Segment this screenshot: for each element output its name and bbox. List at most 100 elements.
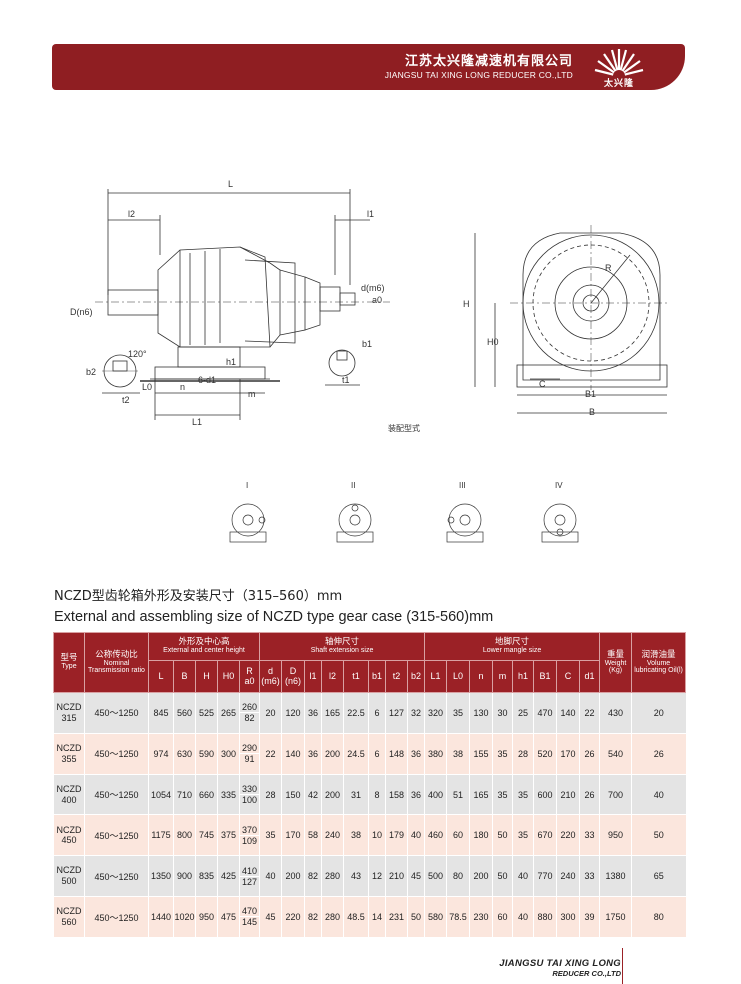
- cell-b2: 40: [406, 814, 425, 857]
- subheader-B1: B1: [533, 660, 558, 693]
- cell-ratio: 450～1250: [84, 855, 149, 898]
- cell-b2: 36: [406, 733, 425, 775]
- cell-l1: 42: [304, 774, 322, 816]
- cell-ratio: 450～1250: [84, 692, 149, 734]
- subheader-n: n: [469, 660, 494, 693]
- dim-label-R: R: [605, 263, 612, 273]
- cell-m: 50: [492, 814, 513, 857]
- assembly-type-III-label: III: [459, 481, 466, 490]
- cell-oil: 40: [631, 774, 686, 816]
- subheader-d1: d1: [579, 660, 601, 693]
- subheader-d: d (m6): [259, 660, 282, 693]
- dim-label-l2: l2: [128, 209, 135, 219]
- cell-C: 210: [556, 774, 580, 816]
- cell-d1: 26: [579, 733, 600, 775]
- cell-L1: 500: [424, 855, 447, 898]
- cell-L0: 80: [446, 855, 470, 898]
- dim-label-d: d(m6): [361, 283, 385, 293]
- cell-l1: 82: [304, 896, 322, 938]
- cell-L1: 380: [424, 733, 447, 775]
- cell-l2: 240: [321, 814, 344, 857]
- cell-weight: 1750: [599, 896, 632, 938]
- dim-label-b2: b2: [86, 367, 96, 377]
- cell-h1: 35: [512, 814, 534, 857]
- cell-d: 22: [259, 733, 282, 775]
- cell-b1: 12: [368, 855, 386, 898]
- cell-L0: 38: [446, 733, 470, 775]
- cell-a0: 91: [239, 753, 260, 775]
- cell-l1: 36: [304, 692, 322, 734]
- company-name-en: JIANGSU TAI XING LONG REDUCER CO.,LTD: [384, 70, 573, 80]
- cell-H0: 265: [217, 692, 240, 734]
- cell-L: 1054: [148, 774, 174, 816]
- company-name-cn: 江苏太兴隆减速机有限公司: [404, 54, 573, 69]
- dim-label-n: n: [180, 382, 185, 392]
- cell-t1: 22.5: [343, 692, 369, 734]
- cell-n: 155: [469, 733, 493, 775]
- cell-b1: 8: [368, 774, 386, 816]
- cell-d1: 26: [579, 774, 600, 816]
- cell-L: 974: [148, 733, 174, 775]
- subheader-H0: H0: [217, 660, 240, 693]
- subheader-t2: t2: [385, 660, 408, 693]
- cell-B: 560: [173, 692, 196, 734]
- cell-H0: 475: [217, 896, 240, 938]
- cell-h1: 40: [512, 855, 534, 898]
- dim-label-H: H: [463, 299, 470, 309]
- cell-ratio: 450～1250: [84, 733, 149, 775]
- cell-d: 45: [259, 896, 282, 938]
- cell-ratio: 450～1250: [84, 896, 149, 938]
- subheader-H: H: [195, 660, 218, 693]
- cell-L: 1440: [148, 896, 174, 938]
- cell-d: 40: [259, 855, 282, 898]
- table-title-en: External and assembling size of NCZD typ…: [54, 609, 494, 625]
- footer-divider: [622, 948, 623, 984]
- assembly-type-IV: IV: [541, 481, 579, 543]
- subheader-b2: b2: [406, 660, 426, 693]
- cell-H: 525: [195, 692, 218, 734]
- cell-n: 230: [469, 896, 493, 938]
- dim-label-H0: H0: [487, 337, 499, 347]
- cell-d1: 39: [579, 896, 600, 938]
- cell-l1: 58: [304, 814, 322, 857]
- cell-h1: 40: [512, 896, 534, 938]
- cell-b1: 14: [368, 896, 386, 938]
- cell-H0: 425: [217, 855, 240, 898]
- cell-B1: 670: [533, 814, 557, 857]
- cell-d1: 22: [579, 692, 600, 734]
- cell-L: 1175: [148, 814, 174, 857]
- cell-B: 1020: [173, 896, 196, 938]
- front-view-drawing: H H0 R C B1 B: [455, 215, 680, 420]
- assembly-type-I: I: [229, 481, 267, 543]
- subheader-B: B: [173, 660, 196, 693]
- assembly-type-II-label: II: [351, 481, 355, 490]
- dim-label-L0: L0: [142, 382, 152, 392]
- subheader-t1: t1: [343, 660, 369, 693]
- cell-oil: 20: [631, 692, 686, 734]
- cell-D: 150: [281, 774, 305, 816]
- cell-weight: 430: [599, 692, 632, 734]
- cell-t2: 127: [385, 692, 408, 734]
- company-logo: 太兴隆: [591, 48, 647, 89]
- side-view-drawing: L l2 l1 D(n6) d(m6) a0 b2 t2 120° L0 n m…: [70, 175, 400, 430]
- cell-type: NCZD 315: [53, 692, 85, 734]
- table-row-continued: 109: [54, 835, 686, 857]
- cell-n: 165: [469, 774, 493, 816]
- cell-H: 835: [195, 855, 218, 898]
- cell-t2: 231: [385, 896, 408, 938]
- subheader-C: C: [556, 660, 581, 693]
- cell-L: 845: [148, 692, 174, 734]
- assembly-type-I-label: I: [246, 481, 248, 490]
- assembly-types-drawing: I II III IV: [210, 478, 590, 553]
- cell-d1: 33: [579, 855, 600, 898]
- subheader-h1: h1: [512, 660, 535, 693]
- cell-B1: 600: [533, 774, 557, 816]
- cell-H: 745: [195, 814, 218, 857]
- cell-n: 180: [469, 814, 493, 857]
